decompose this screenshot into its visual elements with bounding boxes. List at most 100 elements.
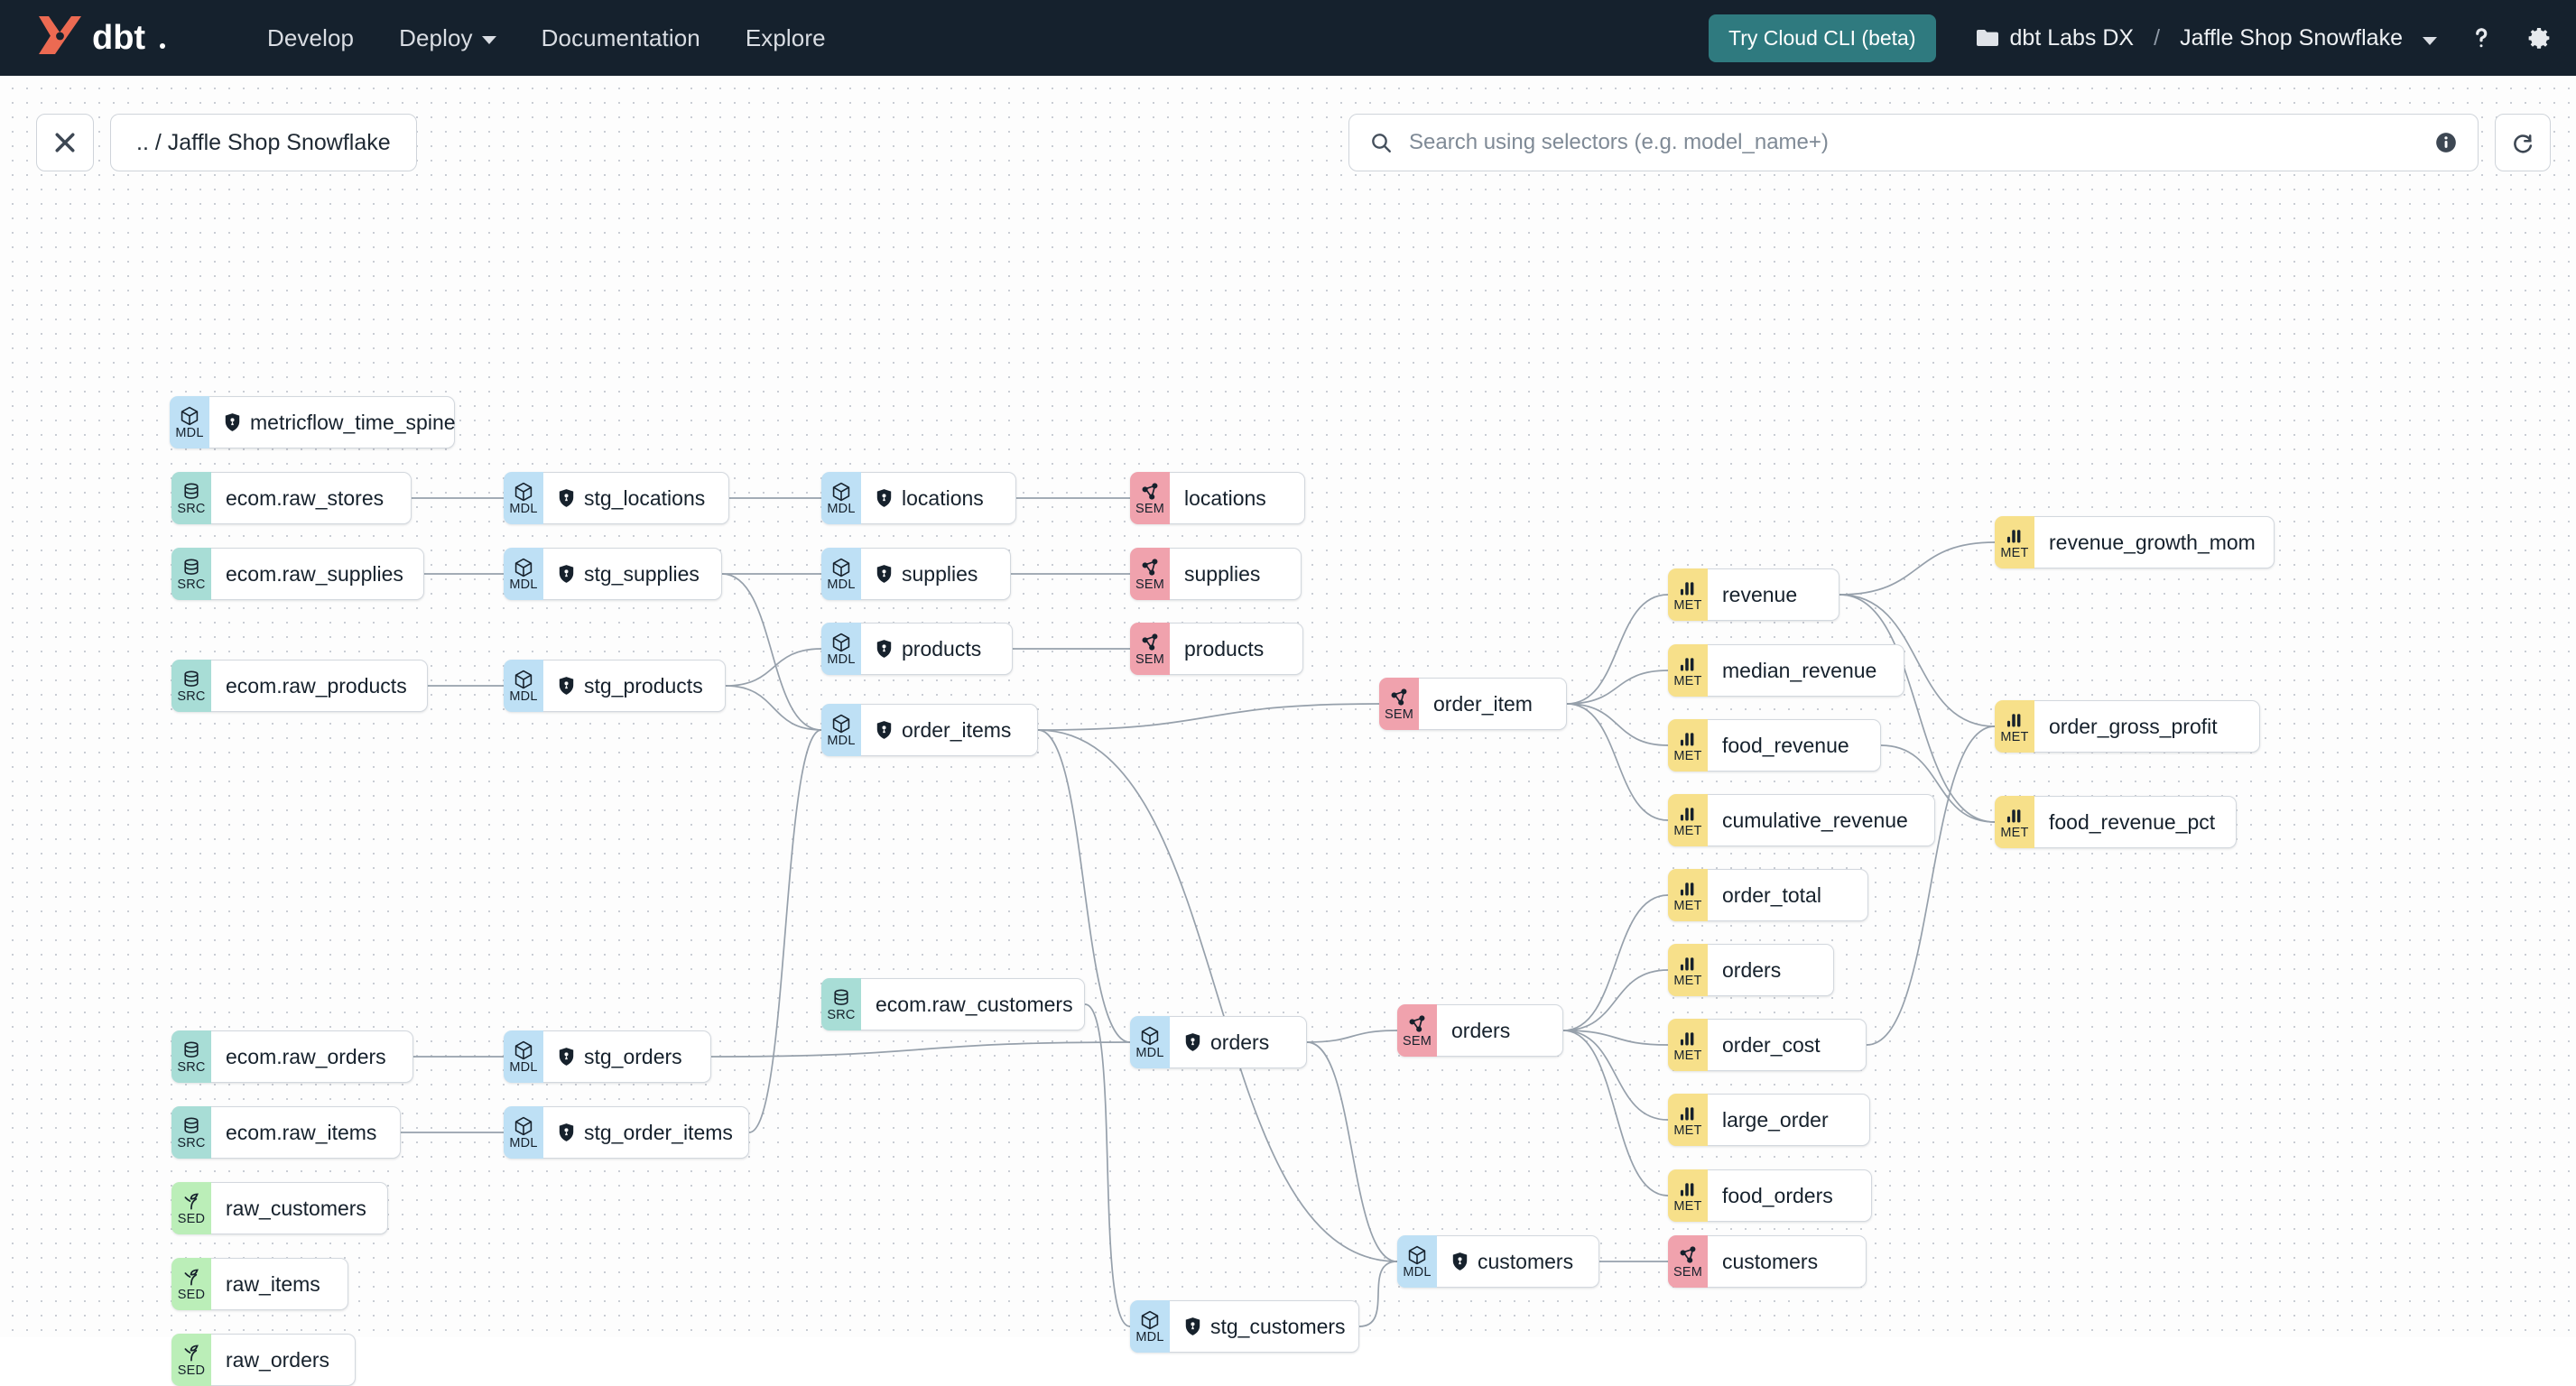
node-type-label: SEM [1384, 707, 1414, 722]
node-body: ecom.raw_items [211, 1106, 401, 1159]
refresh-button[interactable] [2495, 114, 2551, 171]
node-body: metricflow_time_spine [209, 396, 456, 448]
graph-node-stg_order_items[interactable]: MDL stg_order_items [504, 1106, 749, 1159]
nav-link-deploy[interactable]: Deploy [399, 24, 496, 52]
graph-node-mdl_order_items[interactable]: MDL order_items [821, 704, 1038, 756]
nav-link-documentation[interactable]: Documentation [542, 24, 700, 52]
node-type-label: MDL [827, 733, 856, 748]
close-icon [55, 133, 75, 152]
node-body: locations [861, 472, 1016, 524]
graph-node-mdl_supplies[interactable]: MDL supplies [821, 548, 1011, 600]
cube-icon [1141, 1310, 1159, 1329]
node-body: ecom.raw_products [211, 660, 428, 712]
node-label: products [1184, 636, 1265, 661]
node-body: stg_products [543, 660, 726, 712]
graph-node-mdl_products[interactable]: MDL products [821, 623, 1013, 675]
node-label: large_order [1722, 1107, 1829, 1132]
cube-icon [514, 558, 533, 577]
try-cloud-cli-button[interactable]: Try Cloud CLI (beta) [1709, 14, 1936, 62]
lineage-edge [1566, 594, 1669, 705]
graph-node-ecom_raw_orders[interactable]: SRC ecom.raw_orders [171, 1030, 413, 1083]
node-body: order_items [861, 704, 1038, 756]
dbt-wordmark: dbt [92, 19, 165, 57]
info-icon[interactable] [2434, 131, 2458, 154]
node-body: products [861, 623, 1013, 675]
dbt-logo[interactable]: dbt [32, 13, 199, 63]
graph-node-met_revenue[interactable]: MET revenue [1668, 568, 1839, 621]
lineage-edge [1358, 1261, 1398, 1327]
graph-node-stg_locations[interactable]: MDL stg_locations [504, 472, 729, 524]
node-label: food_revenue [1722, 733, 1849, 757]
lineage-graph-canvas[interactable]: .. / Jaffle Shop Snowflake MDL [0, 76, 2576, 1386]
node-label: locations [1184, 485, 1266, 510]
node-label: food_revenue_pct [2049, 809, 2216, 834]
node-type-label: SED [177, 1363, 206, 1378]
nav-link-develop[interactable]: Develop [267, 24, 354, 52]
node-type-label: SRC [177, 1059, 206, 1075]
node-label: revenue [1722, 582, 1798, 606]
graph-node-mdl_stg_customers[interactable]: MDL stg_customers [1130, 1300, 1359, 1353]
shield-badge-icon [876, 489, 892, 507]
node-type-label: MDL [509, 688, 538, 704]
shield-badge-icon [559, 677, 574, 695]
node-body: orders [1170, 1016, 1307, 1068]
settings-icon[interactable] [2525, 24, 2553, 51]
search-bar[interactable] [1348, 114, 2479, 171]
graph-node-mdl_customers[interactable]: MDL customers [1397, 1235, 1599, 1288]
node-label: raw_customers [226, 1196, 366, 1220]
node-label: products [902, 636, 982, 661]
graph-node-stg_orders[interactable]: MDL stg_orders [504, 1030, 711, 1083]
lineage-edge [710, 1041, 1131, 1058]
search-input[interactable] [1407, 129, 2423, 156]
breadcrumb[interactable]: .. / Jaffle Shop Snowflake [110, 114, 417, 171]
node-body: customers [1437, 1235, 1599, 1288]
node-label: order_items [902, 717, 1012, 742]
graph-node-metricflow_time_spine[interactable]: MDL metricflow_time_spine [170, 396, 456, 448]
node-body: raw_customers [211, 1182, 388, 1234]
graph-node-mdl_locations[interactable]: MDL locations [821, 472, 1016, 524]
graph-node-stg_products[interactable]: MDL stg_products [504, 660, 726, 712]
graph-node-stg_supplies[interactable]: MDL stg_supplies [504, 548, 722, 600]
close-button[interactable] [36, 114, 94, 171]
node-type-label: MDL [1135, 1329, 1164, 1344]
graph-node-icon [1391, 688, 1407, 706]
node-type-label: SEM [1673, 1264, 1703, 1280]
lineage-edge [1566, 670, 1669, 705]
help-icon[interactable] [2468, 24, 2495, 51]
graph-node-mdl_orders[interactable]: MDL orders [1130, 1016, 1307, 1068]
node-label: ecom.raw_stores [226, 485, 385, 510]
lineage-edge [721, 573, 822, 731]
nav-link-documentation-label: Documentation [541, 23, 700, 51]
bar-chart-icon [1680, 807, 1694, 821]
node-type-badge-met: MET [1668, 568, 1708, 621]
node-body: ecom.raw_orders [211, 1030, 413, 1083]
nav-link-explore[interactable]: Explore [746, 24, 826, 52]
account-project-breadcrumb[interactable]: dbt Labs DX / Jaffle Shop Snowflake [1976, 25, 2437, 51]
node-label: stg_supplies [584, 561, 700, 586]
